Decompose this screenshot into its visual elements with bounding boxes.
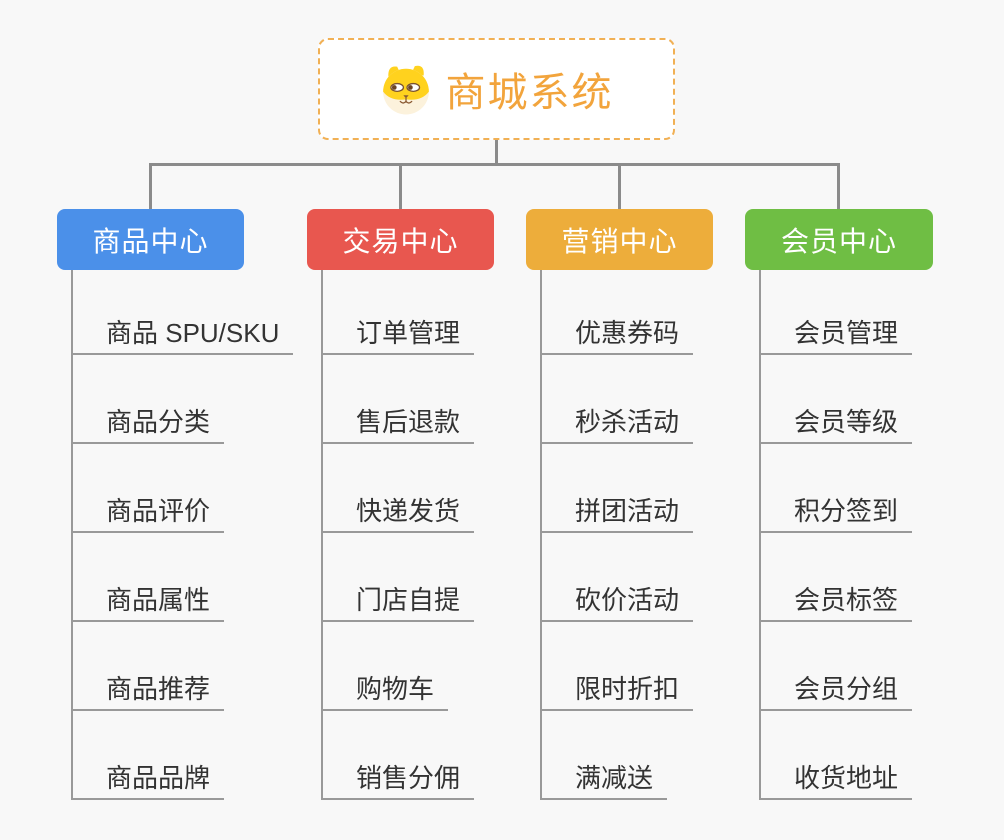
connector-horizontal-rail	[149, 163, 840, 166]
leaf-node[interactable]: 商品推荐	[73, 674, 225, 711]
connector-branch-stub-2	[399, 163, 402, 210]
leaf-node[interactable]: 商品属性	[73, 585, 225, 622]
branch-box-marketing-center[interactable]: 营销中心	[526, 209, 713, 270]
branch-column-trade-center: 订单管理 售后退款 快递发货 门店自提 购物车 销售分佣	[321, 270, 583, 800]
leaf-node[interactable]: 收货地址	[761, 763, 913, 800]
leaf-node[interactable]: 商品分类	[73, 407, 225, 444]
leaf-node[interactable]: 门店自提	[323, 585, 475, 622]
connector-root-stub	[495, 139, 498, 165]
leaf-node[interactable]: 商品品牌	[73, 763, 225, 800]
branch-box-trade-center[interactable]: 交易中心	[307, 209, 494, 270]
leaf-node[interactable]: 积分签到	[761, 496, 913, 533]
leaf-node[interactable]: 商品评价	[73, 496, 225, 533]
connector-branch-stub-3	[618, 163, 621, 210]
leaf-node[interactable]: 优惠券码	[542, 318, 694, 355]
branch-box-member-center[interactable]: 会员中心	[745, 209, 933, 270]
dog-face-icon	[382, 65, 429, 115]
leaf-node[interactable]: 购物车	[323, 674, 449, 711]
leaf-node[interactable]: 售后退款	[323, 407, 475, 444]
leaf-node[interactable]: 会员等级	[761, 407, 913, 444]
connector-branch-stub-1	[149, 163, 152, 210]
leaf-node[interactable]: 限时折扣	[542, 674, 694, 711]
leaf-node[interactable]: 会员管理	[761, 318, 913, 355]
leaf-node[interactable]: 满减送	[542, 763, 668, 800]
root-node[interactable]: 商城系统	[318, 38, 675, 140]
leaf-node[interactable]: 销售分佣	[323, 763, 475, 800]
branch-column-member-center: 会员管理 会员等级 积分签到 会员标签 会员分组 收货地址	[759, 270, 1004, 800]
branch-box-product-center[interactable]: 商品中心	[57, 209, 244, 270]
leaf-node[interactable]: 会员标签	[761, 585, 913, 622]
connector-branch-stub-4	[837, 163, 840, 210]
leaf-node[interactable]: 快递发货	[323, 496, 475, 533]
root-title: 商城系统	[445, 71, 614, 115]
branch-column-product-center: 商品 SPU/SKU 商品分类 商品评价 商品属性 商品推荐 商品品牌	[71, 270, 333, 800]
leaf-node[interactable]: 拼团活动	[542, 496, 694, 533]
leaf-node[interactable]: 砍价活动	[542, 585, 694, 622]
branch-column-marketing-center: 优惠券码 秒杀活动 拼团活动 砍价活动 限时折扣 满减送	[540, 270, 802, 800]
leaf-node[interactable]: 商品 SPU/SKU	[73, 318, 294, 355]
leaf-node[interactable]: 秒杀活动	[542, 407, 694, 444]
leaf-node[interactable]: 会员分组	[761, 674, 913, 711]
leaf-node[interactable]: 订单管理	[323, 318, 475, 355]
